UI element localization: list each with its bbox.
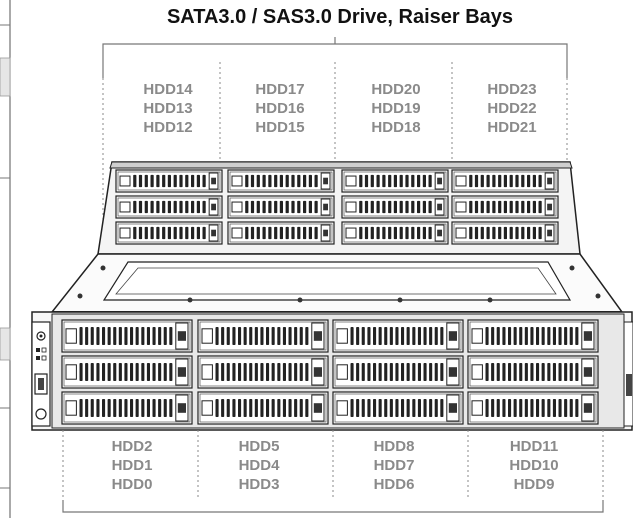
drive-bay (197, 355, 329, 389)
diagram-title: SATA3.0 / SAS3.0 Drive, Raiser Bays (166, 6, 514, 28)
drive-bay (341, 195, 449, 219)
hdd-label: HDD15 (255, 119, 305, 136)
drive-bay (451, 195, 559, 219)
rear-drive-cage (97, 161, 581, 255)
hdd-label: HDD16 (255, 100, 305, 117)
drive-bay (451, 221, 559, 245)
hdd-label: HDD11 (509, 438, 559, 455)
left-table-edge (0, 0, 12, 518)
hdd-label: HDD20 (371, 81, 421, 98)
drive-bay (115, 169, 223, 193)
left-control-ear (31, 321, 51, 427)
hdd-label: HDD22 (487, 100, 537, 117)
hdd-label: HDD5 (238, 438, 280, 455)
drive-bay (332, 355, 464, 389)
hdd-label: HDD17 (255, 81, 305, 98)
hdd-label: HDD3 (238, 476, 280, 493)
hdd-label: HDD8 (373, 438, 415, 455)
drive-bay (115, 221, 223, 245)
drive-bay (115, 195, 223, 219)
drive-bay (467, 391, 599, 425)
drive-bay (341, 169, 449, 193)
hdd-label: HDD10 (509, 457, 559, 474)
drive-bay (197, 391, 329, 425)
hdd-label: HDD4 (238, 457, 280, 474)
hdd-label: HDD14 (143, 81, 193, 98)
drive-bay (61, 355, 193, 389)
hdd-label: HDD12 (143, 119, 193, 136)
hdd-label: HDD13 (143, 100, 193, 117)
hdd-label: HDD7 (373, 457, 415, 474)
drive-bay (61, 319, 193, 353)
drive-bay (467, 355, 599, 389)
hdd-label: HDD19 (371, 100, 421, 117)
hdd-label: HDD23 (487, 81, 537, 98)
hdd-label: HDD18 (371, 119, 421, 136)
drive-bay (341, 221, 449, 245)
bottom-dividers (62, 430, 604, 512)
drive-bay (332, 319, 464, 353)
drive-bay (197, 319, 329, 353)
drive-bay (451, 169, 559, 193)
drive-bay (227, 221, 335, 245)
chassis-lid (50, 253, 624, 313)
drive-bay (227, 169, 335, 193)
front-panel (31, 311, 633, 431)
drive-bay (227, 195, 335, 219)
drive-bay (332, 391, 464, 425)
top-dividers (102, 62, 568, 240)
drive-bay (467, 319, 599, 353)
top-bracket (102, 37, 568, 78)
hdd-label: HDD6 (373, 476, 415, 493)
hdd-label: HDD21 (487, 119, 537, 136)
hdd-label: HDD9 (513, 476, 555, 493)
hdd-label: HDD0 (111, 476, 153, 493)
hdd-label: HDD1 (111, 457, 153, 474)
bottom-bracket (62, 500, 604, 513)
drive-bay (61, 391, 193, 425)
hdd-label: HDD2 (111, 438, 153, 455)
